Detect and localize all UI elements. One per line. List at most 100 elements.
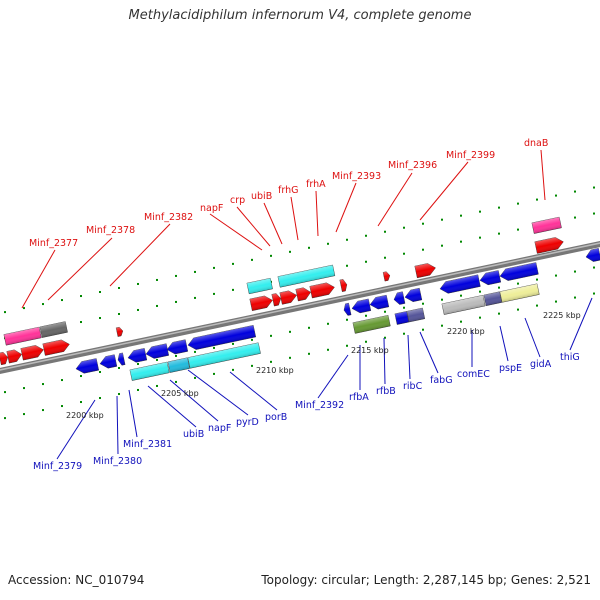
gene-feature xyxy=(246,277,273,295)
gene-feature xyxy=(167,357,190,373)
tick-dot xyxy=(156,384,158,387)
gene-tracks xyxy=(0,216,600,381)
gene-shade xyxy=(100,354,117,369)
tick-dot xyxy=(365,314,367,317)
gene-label-porb[interactable]: porB xyxy=(265,412,287,423)
tick-dot xyxy=(460,294,462,297)
tick-dot xyxy=(536,278,538,281)
gene-label-fabg[interactable]: fabG xyxy=(430,375,453,386)
gene-label-ribc[interactable]: ribC xyxy=(403,381,423,392)
gene-feature xyxy=(187,342,261,369)
gene-shade xyxy=(188,325,256,350)
gene-label-ubib[interactable]: ubiB xyxy=(251,191,272,202)
gene-label-minf-2393[interactable]: Minf_2393 xyxy=(332,171,381,182)
tick-dot xyxy=(213,372,215,375)
callout-line-upper xyxy=(290,196,299,241)
gene-shade xyxy=(534,237,564,254)
gene-label-minf-2396[interactable]: Minf_2396 xyxy=(388,160,437,171)
gene-label-thig[interactable]: thiG xyxy=(560,352,580,363)
tick-dot xyxy=(517,308,519,311)
callout-line-lower xyxy=(383,337,386,385)
gene-feature xyxy=(20,345,44,361)
gene-label-rfba[interactable]: rfbA xyxy=(349,392,369,403)
gene-shade xyxy=(441,295,486,315)
tick-dot xyxy=(175,354,177,357)
tick-dot xyxy=(517,228,519,231)
callout-line-lower xyxy=(116,395,119,455)
tick-dot xyxy=(403,226,405,229)
tick-dot xyxy=(422,248,424,251)
tick-dot xyxy=(232,368,234,371)
gene-feature xyxy=(42,339,70,356)
callout-line-upper xyxy=(315,190,319,237)
tick-dot xyxy=(593,212,595,215)
gene-label-gida[interactable]: gidA xyxy=(530,359,552,370)
tick-dot xyxy=(156,358,158,361)
tick-dot xyxy=(346,318,348,321)
tick-dot xyxy=(308,326,310,329)
tick-dot xyxy=(460,240,462,243)
tick-dot xyxy=(346,264,348,267)
gene-label-minf-2392[interactable]: Minf_2392 xyxy=(295,400,344,411)
tick-dot xyxy=(80,401,82,404)
tick-dot xyxy=(137,362,139,365)
callout-line-lower xyxy=(169,379,219,422)
gene-label-napf[interactable]: napF xyxy=(200,203,223,214)
callout-line-upper xyxy=(263,202,283,245)
gene-label-frhg[interactable]: frhG xyxy=(278,185,298,196)
gene-label-minf-2381[interactable]: Minf_2381 xyxy=(123,439,172,450)
gene-label-minf-2382[interactable]: Minf_2382 xyxy=(144,212,193,223)
gene-shade xyxy=(344,303,352,316)
tick-dots xyxy=(4,186,595,420)
scale-label-2225: 2225 kbp xyxy=(543,311,581,320)
gene-feature xyxy=(382,271,391,282)
tick-dot xyxy=(270,254,272,257)
gene-feature xyxy=(39,321,68,338)
gene-feature xyxy=(531,216,562,234)
genome-summary-text: Topology: circular; Length: 2,287,145 bp… xyxy=(261,573,591,587)
callout-line-upper xyxy=(21,249,56,309)
gene-label-pspe[interactable]: pspE xyxy=(499,363,522,374)
gene-label-minf-2377[interactable]: Minf_2377 xyxy=(29,238,78,249)
gene-label-comec[interactable]: comEC xyxy=(457,369,490,380)
gene-label-napf-lower[interactable]: napF xyxy=(208,423,231,434)
gene-feature xyxy=(393,291,406,305)
tick-dot xyxy=(61,379,63,382)
gene-feature xyxy=(295,287,311,302)
tick-dot xyxy=(251,364,253,367)
tick-dot xyxy=(308,352,310,355)
gene-label-minf-2399[interactable]: Minf_2399 xyxy=(446,150,495,161)
tick-dot xyxy=(365,340,367,343)
gene-shade xyxy=(20,345,44,361)
tick-dot xyxy=(384,256,386,259)
gene-label-minf-2378[interactable]: Minf_2378 xyxy=(86,225,135,236)
tick-dot xyxy=(574,296,576,299)
gene-label-crp[interactable]: crp xyxy=(230,195,245,206)
callout-line-upper xyxy=(540,149,546,201)
gene-label-frha[interactable]: frhA xyxy=(306,179,326,190)
gene-label-minf-2379[interactable]: Minf_2379 xyxy=(33,461,82,472)
gene-feature xyxy=(145,343,170,359)
gene-shade xyxy=(129,361,170,381)
gene-shade xyxy=(370,295,389,310)
tick-dot xyxy=(593,186,595,189)
tick-dot xyxy=(61,299,63,302)
tick-dot xyxy=(232,342,234,345)
gene-feature xyxy=(166,339,189,355)
accession-text: Accession: NC_010794 xyxy=(8,573,145,587)
scale-label-2210: 2210 kbp xyxy=(256,366,294,375)
gene-shade xyxy=(249,295,273,311)
gene-shade xyxy=(167,357,190,373)
gene-label-rfbb[interactable]: rfbB xyxy=(376,386,396,397)
gene-feature xyxy=(352,315,391,334)
gene-feature xyxy=(441,294,486,315)
gene-label-pyrd[interactable]: pyrD xyxy=(236,417,259,428)
gene-label-dnab[interactable]: dnaB xyxy=(524,138,548,149)
tick-dot xyxy=(99,397,101,400)
gene-feature xyxy=(499,262,539,281)
gene-label-ubib-lower[interactable]: ubiB xyxy=(183,429,204,440)
gene-shade xyxy=(39,321,68,338)
tick-dot xyxy=(460,214,462,217)
gene-label-minf-2380[interactable]: Minf_2380 xyxy=(93,456,142,467)
